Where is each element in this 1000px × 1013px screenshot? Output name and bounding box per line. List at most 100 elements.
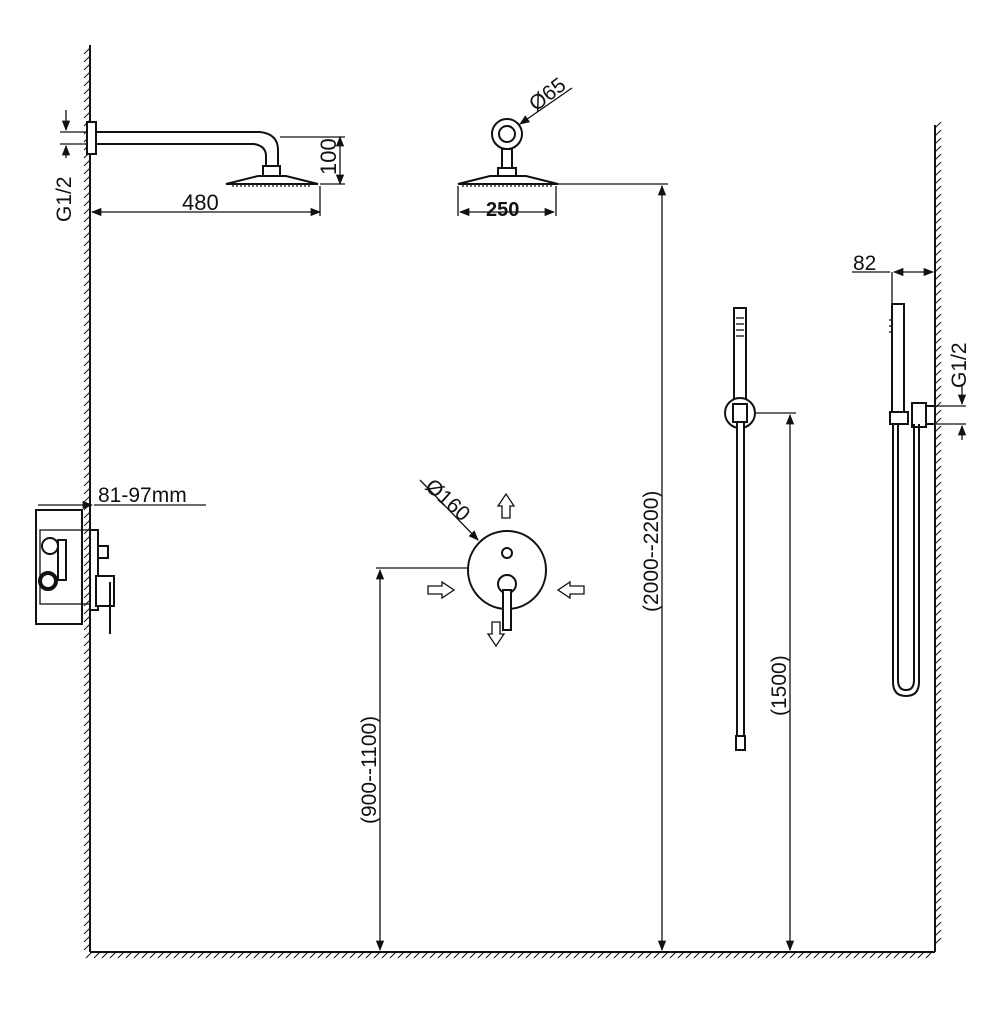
label-flange: Ø65 — [525, 73, 570, 116]
hatch-mark — [934, 537, 942, 545]
hatch-mark — [885, 951, 893, 959]
hatch-mark — [934, 153, 942, 161]
hatch-mark — [917, 951, 925, 959]
label-head-height: (2000--2200) — [640, 491, 663, 612]
hatch-mark — [934, 249, 942, 257]
hatch-mark — [83, 287, 91, 295]
label-bracket-offset: 82 — [853, 252, 876, 275]
hatch-mark — [83, 783, 91, 791]
hatch-mark — [934, 313, 942, 321]
hatch-mark — [645, 951, 653, 959]
hatch-mark — [677, 951, 685, 959]
hatch-mark — [117, 951, 125, 959]
hatch-mark — [83, 903, 91, 911]
hatch-mark — [934, 785, 942, 793]
hatch-mark — [269, 951, 277, 959]
hatch-mark — [589, 951, 597, 959]
hatch-mark — [653, 951, 661, 959]
hatch-mark — [709, 951, 717, 959]
hatch-mark — [83, 367, 91, 375]
hatch-mark — [83, 399, 91, 407]
hatch-mark — [109, 951, 117, 959]
hatch-mark — [934, 769, 942, 777]
hatch-mark — [725, 951, 733, 959]
hatch-mark — [83, 927, 91, 935]
hand-shower-front — [724, 307, 756, 751]
hatch-mark — [934, 873, 942, 881]
hatch-mark — [821, 951, 829, 959]
hatch-mark — [934, 777, 942, 785]
hatch-mark — [83, 703, 91, 711]
hatch-mark — [83, 671, 91, 679]
hatch-mark — [934, 449, 942, 457]
wall-shower-arm — [86, 121, 319, 187]
dimension-valve-height: (900--1100) — [358, 567, 468, 952]
shower-head-front — [457, 118, 559, 187]
hatch-mark — [83, 335, 91, 343]
hatch-mark — [413, 951, 421, 959]
valve-front-plate — [467, 530, 547, 631]
hatch-mark — [245, 951, 253, 959]
hatch-mark — [83, 327, 91, 335]
hatch-mark — [934, 369, 942, 377]
concealed-valve-body — [35, 509, 115, 634]
label-arm-drop: 100 — [316, 138, 341, 175]
hatch-mark — [83, 767, 91, 775]
hatch-mark — [83, 215, 91, 223]
hatch-mark — [934, 905, 942, 913]
hatch-mark — [741, 951, 749, 959]
hatch-mark — [277, 951, 285, 959]
hatch-mark — [83, 695, 91, 703]
hatch-mark — [83, 79, 91, 87]
hatch-mark — [934, 321, 942, 329]
hatch-mark — [541, 951, 549, 959]
hatch-mark — [213, 951, 221, 959]
hatch-mark — [934, 305, 942, 313]
label-head-diameter: 250 — [486, 199, 519, 221]
hatch-mark — [83, 735, 91, 743]
hatch-mark — [501, 951, 509, 959]
hatch-mark — [934, 729, 942, 737]
hatch-mark — [934, 897, 942, 905]
hatch-mark — [934, 865, 942, 873]
hatch-mark — [83, 727, 91, 735]
hatch-mark — [125, 951, 133, 959]
hatch-mark — [83, 351, 91, 359]
hatch-mark — [934, 201, 942, 209]
hatch-mark — [83, 487, 91, 495]
hatch-mark — [934, 617, 942, 625]
hatch-mark — [934, 193, 942, 201]
hatch-mark — [83, 295, 91, 303]
hatch-mark — [533, 951, 541, 959]
dimension-bracket-offset: 82 — [852, 252, 935, 304]
hatch-mark — [83, 359, 91, 367]
hatch-mark — [934, 329, 942, 337]
hatch-mark — [934, 137, 942, 145]
hatch-mark — [765, 951, 773, 959]
left-wall — [83, 45, 91, 952]
hatch-mark — [934, 665, 942, 673]
hatch-mark — [309, 951, 317, 959]
hatch-mark — [157, 951, 165, 959]
label-valve-height: (900--1100) — [358, 716, 381, 824]
hatch-mark — [253, 951, 261, 959]
dimension-thread-left: G1/2 — [53, 110, 87, 222]
dimension-head-height: (2000--2200) — [558, 183, 668, 952]
hatch-mark — [525, 951, 533, 959]
hatch-mark — [934, 297, 942, 305]
hatch-mark — [83, 751, 91, 759]
hatch-mark — [83, 711, 91, 719]
hatch-mark — [83, 799, 91, 807]
hatch-mark — [934, 809, 942, 817]
dimension-valve-depth: 81-97mm — [38, 484, 206, 510]
hatch-mark — [83, 167, 91, 175]
hatch-mark — [83, 759, 91, 767]
hatch-mark — [83, 63, 91, 71]
flow-arrows — [427, 492, 585, 648]
hatch-mark — [189, 951, 197, 959]
hatch-mark — [83, 87, 91, 95]
hatch-mark — [83, 111, 91, 119]
hatch-mark — [934, 849, 942, 857]
hatch-mark — [934, 169, 942, 177]
hatch-mark — [437, 951, 445, 959]
